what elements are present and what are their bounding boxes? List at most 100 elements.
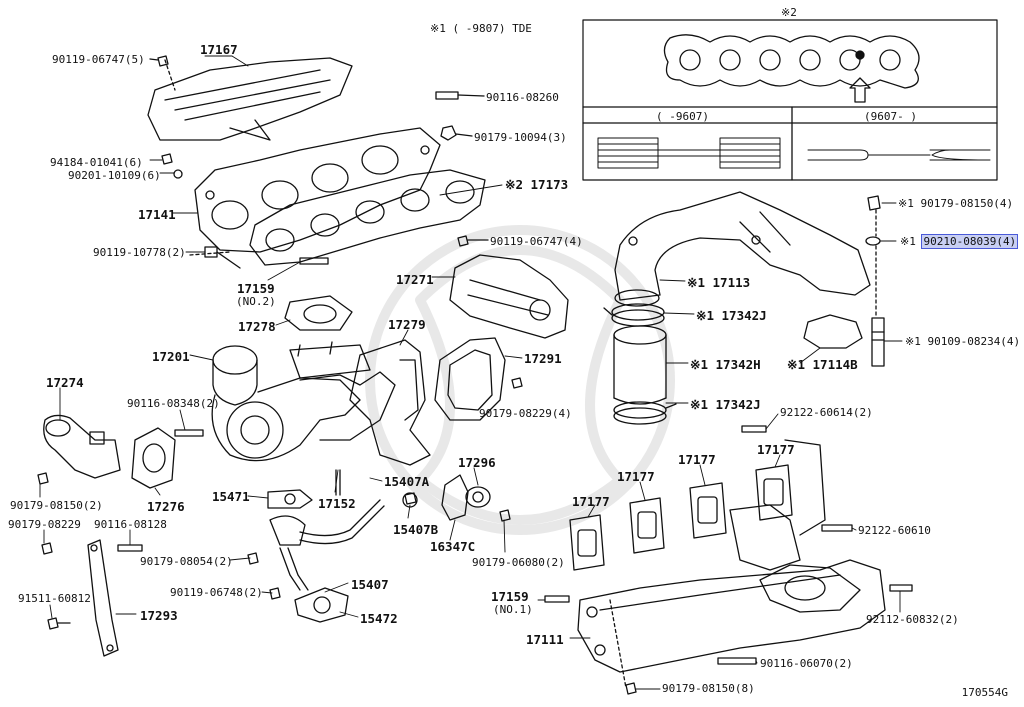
part-label-l02: 17167	[200, 43, 238, 57]
heat-insulator-17271	[449, 254, 569, 339]
part-label-l48: ※1 17342H	[690, 358, 761, 372]
part-label-text: 17152	[318, 496, 356, 511]
part-label-text: ※1 17342J	[696, 308, 767, 323]
diagram-reference-number: 170554G	[961, 686, 1008, 699]
part-label-text: 16347C	[430, 539, 476, 554]
part-label-l23: 15471	[212, 490, 250, 504]
intake-pipe-17113	[614, 191, 871, 307]
part-label-l01: 90119-06747(5)	[52, 54, 145, 66]
manifold-gasket-17173	[249, 169, 486, 266]
part-label-l46: ※1 17342J	[696, 309, 767, 323]
elbow-17274	[43, 414, 121, 479]
part-label-text: 90179-08150(2)	[10, 499, 103, 512]
part-label-text: 90179-06080(2)	[472, 556, 565, 569]
part-label-text: 17177	[572, 494, 610, 509]
part-label-text: 90179-08229	[8, 518, 81, 531]
hose-and-clamps	[603, 303, 677, 425]
part-label-l52: 17177	[678, 453, 716, 467]
tde-note: ※1 ( -9807) TDE	[430, 22, 532, 35]
part-label-l47: ※1 90109-08234(4)	[905, 336, 1020, 348]
part-label-text: 17167	[200, 42, 238, 57]
part-label-l05: 94184-01041(6)	[50, 157, 143, 169]
inset-right-caption: (9607- )	[864, 110, 917, 123]
part-label-text: 15471	[212, 489, 250, 504]
part-label-l34: 90119-06748(2)	[170, 587, 263, 599]
part-label-l11: 17159	[237, 282, 275, 296]
gasket-17114b	[803, 314, 863, 349]
part-label-l42: 90179-08150(8)	[662, 683, 755, 695]
part-label-text: 90119-06747(4)	[490, 235, 583, 248]
part-label-l19: 90116-08348(2)	[127, 398, 220, 410]
part-label-l32: 90179-06080(2)	[472, 557, 565, 569]
part-label-prefix: ※1	[900, 235, 923, 248]
fasteners	[37, 55, 913, 695]
part-label-l15: 17279	[388, 318, 426, 332]
part-label-text: 17141	[138, 207, 176, 222]
part-label-l36: 17293	[140, 609, 178, 623]
part-label-text: 17296	[458, 455, 496, 470]
part-label-text: 15407A	[384, 474, 430, 489]
part-label-l49: ※1 17114B	[787, 358, 858, 372]
part-label-l12: (NO.2)	[236, 296, 276, 308]
part-label-l54: 17177	[617, 470, 655, 484]
part-label-text: 90116-06070(2)	[760, 657, 853, 670]
part-label-l18: 17274	[46, 376, 84, 390]
part-label-text: 90201-10109(6)	[68, 169, 161, 182]
part-label-text: (NO.2)	[236, 295, 276, 308]
part-label-text: ※1 90179-08150(4)	[898, 197, 1014, 210]
part-label-text: 17278	[238, 319, 276, 334]
part-label-l21: 17296	[458, 456, 496, 470]
part-label-l53: 17177	[757, 443, 795, 457]
part-label-text: 17111	[526, 632, 564, 647]
part-label-text: 90116-08128	[94, 518, 167, 531]
leader-lines	[39, 55, 903, 690]
gasket-17177-set	[569, 464, 793, 571]
part-label-l40: 17111	[526, 633, 564, 647]
part-label-l43: ※1 90179-08150(4)	[898, 198, 1013, 210]
exhaust-elbow-17279	[349, 339, 431, 466]
gasket-inset-box	[582, 19, 998, 181]
part-label-text: ※1 17114B	[787, 357, 858, 372]
part-label-text: 17274	[46, 375, 84, 390]
part-label-l06: 90201-10109(6)	[68, 170, 161, 182]
part-label-text: 90116-08260	[486, 91, 559, 104]
part-label-text: ※2 17173	[505, 177, 569, 192]
part-label-text: 15407B	[393, 522, 439, 537]
part-label-text: 17159	[491, 589, 529, 604]
part-label-text: 90179-08229(4)	[479, 407, 572, 420]
gasket-17278	[284, 295, 353, 331]
part-label-text: 15407	[351, 577, 389, 592]
part-label-l41: 90116-06070(2)	[760, 658, 853, 670]
part-label-l35: 91511-60812	[18, 593, 91, 605]
gasket-17291	[434, 337, 506, 421]
part-label-l45: ※1 17113	[687, 276, 750, 290]
part-label-l56: 92122-60610	[858, 525, 931, 537]
inset-left-caption: ( -9607)	[656, 110, 709, 123]
part-label-l50: ※1 17342J	[690, 398, 761, 412]
part-label-l04: 90179-10094(3)	[474, 132, 567, 144]
part-label-l55: 17177	[572, 495, 610, 509]
part-label-l03: 90116-08260	[486, 92, 559, 104]
part-label-text: 17293	[140, 608, 178, 623]
part-label-text: 17276	[147, 499, 185, 514]
oil-pipe-assembly	[267, 469, 385, 623]
part-label-l31: 90179-08054(2)	[140, 556, 233, 568]
inset-title: ※2	[781, 6, 797, 19]
part-label-l10: 90119-06747(4)	[490, 236, 583, 248]
part-label-text: 90119-06747(5)	[52, 53, 145, 66]
part-label-l27: 90179-08229	[8, 519, 81, 531]
part-label-text: 17201	[152, 349, 190, 364]
part-label-l24: 17152	[318, 497, 356, 511]
part-label-text: 17159	[237, 281, 275, 296]
part-label-l14: 17278	[238, 320, 276, 334]
part-label-text: 17177	[678, 452, 716, 467]
part-label-text: (NO.1)	[493, 603, 533, 616]
part-label-l37: 15472	[360, 612, 398, 626]
part-label-l20: 90179-08229(4)	[479, 408, 572, 420]
plate-17296	[441, 474, 491, 521]
gasket-17276	[131, 427, 176, 489]
part-label-text: 92122-60610	[858, 524, 931, 537]
part-label-text: 90179-10094(3)	[474, 131, 567, 144]
